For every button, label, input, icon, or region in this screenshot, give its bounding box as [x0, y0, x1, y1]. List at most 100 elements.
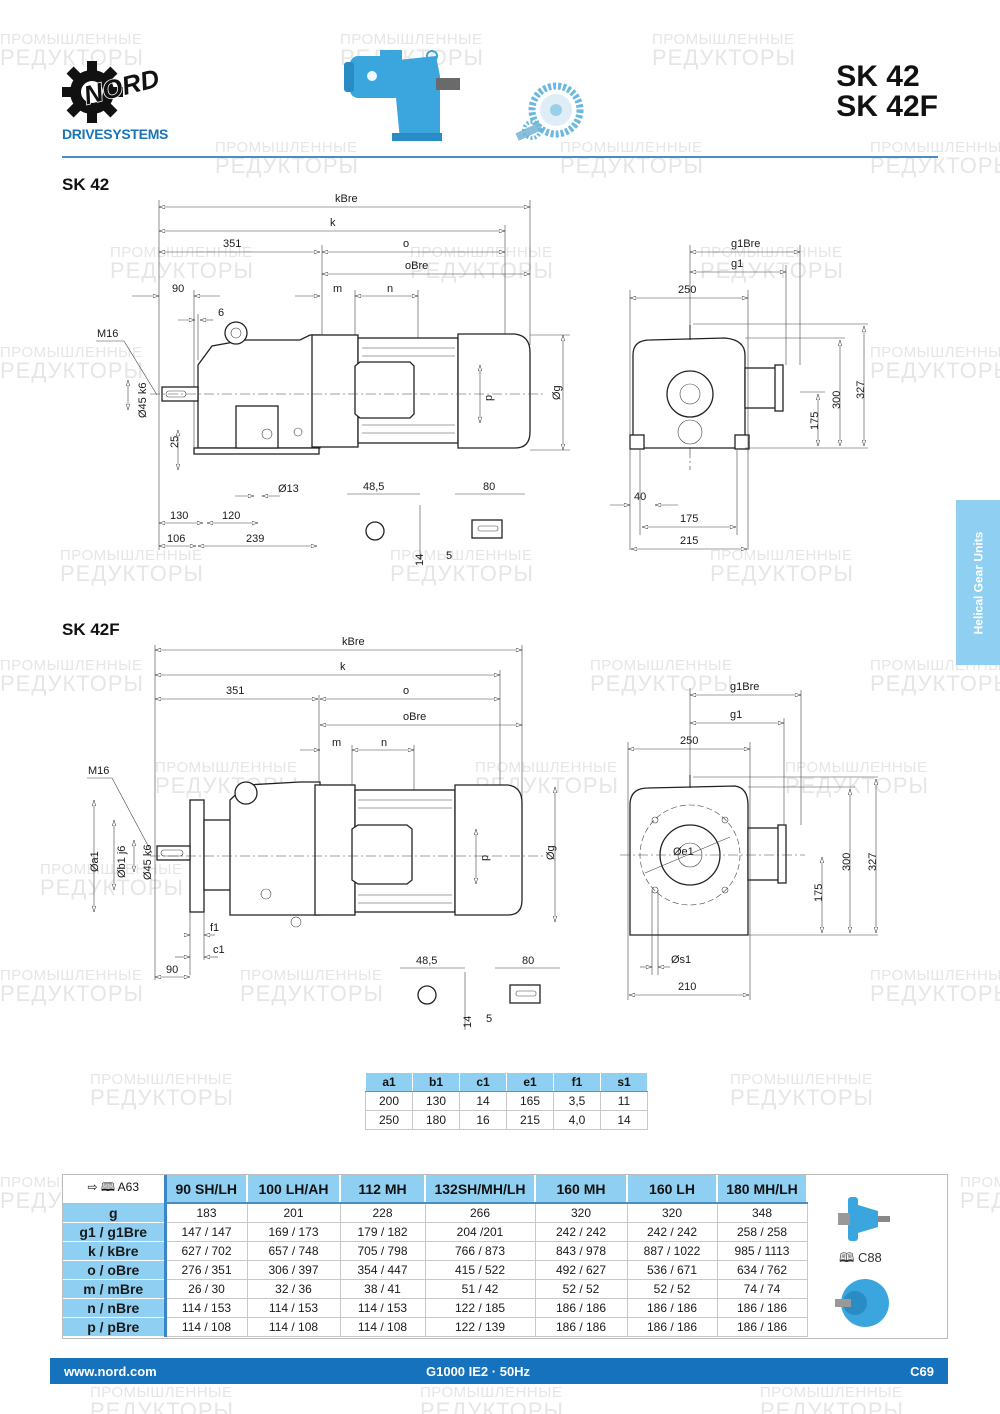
svg-text:c1: c1	[213, 944, 225, 956]
flange-dimensions-table: a1 b1 c1 e1 f1 s1 200 130 14 165 3,5 11 …	[365, 1072, 648, 1130]
svg-text:5: 5	[446, 550, 452, 562]
table-cell: 306 / 397	[247, 1260, 341, 1280]
svg-text:300: 300	[841, 853, 853, 871]
table-row-n: n / nBre 114 / 153 114 / 153 114 / 153 1…	[63, 1298, 808, 1318]
svg-text:Ø13: Ø13	[278, 483, 299, 495]
catalog-reference-link[interactable]: ⇨ 🕮 A63	[63, 1175, 167, 1204]
table-cell: 16	[459, 1110, 507, 1130]
table-cell: 52 / 52	[627, 1279, 718, 1299]
svg-text:175: 175	[680, 513, 698, 525]
motor-dimensions-table: ⇨ 🕮 A63 90 SH/LH 100 LH/AH 112 MH 132SH/…	[63, 1175, 808, 1337]
svg-text:kBre: kBre	[342, 636, 365, 648]
table-header-row: a1 b1 c1 e1 f1 s1	[365, 1072, 648, 1092]
footer-url-link[interactable]: www.nord.com	[64, 1364, 157, 1379]
col-112-mh: 112 MH	[340, 1175, 426, 1204]
svg-text:g1Bre: g1Bre	[730, 681, 759, 693]
svg-text:oBre: oBre	[403, 711, 426, 723]
table-cell: 52 / 52	[535, 1279, 628, 1299]
svg-text:130: 130	[170, 510, 188, 522]
row-header: g1 / g1Bre	[63, 1222, 167, 1242]
row-header: k / kBre	[63, 1241, 167, 1261]
table-cell: 627 / 702	[165, 1241, 248, 1261]
svg-text:n: n	[387, 283, 393, 295]
svg-text:g1: g1	[731, 258, 743, 270]
table-row-p: p / pBre 114 / 108 114 / 108 114 / 108 1…	[63, 1317, 808, 1337]
svg-text:p: p	[479, 855, 491, 861]
svg-text:Øb1 j6: Øb1 j6	[116, 846, 128, 878]
table-cell: 215	[506, 1110, 554, 1130]
svg-text:Øs1: Øs1	[671, 954, 691, 966]
col-s1: s1	[600, 1072, 648, 1092]
table-cell: 320	[627, 1203, 718, 1223]
svg-text:g1: g1	[730, 709, 742, 721]
table-cell: 634 / 762	[717, 1260, 808, 1280]
table-cell: 14	[600, 1110, 648, 1130]
title-sk42f: SK 42F	[836, 90, 938, 123]
col-a1: a1	[365, 1072, 413, 1092]
svg-text:Ø45 k6: Ø45 k6	[142, 845, 154, 880]
svg-text:Øg: Øg	[551, 385, 563, 400]
svg-text:300: 300	[831, 391, 843, 409]
table-row-g1: g1 / g1Bre 147 / 147 169 / 173 179 / 182…	[63, 1222, 808, 1242]
nord-logo: NORD	[61, 56, 172, 146]
svg-text:175: 175	[809, 412, 821, 430]
svg-text:m: m	[333, 283, 342, 295]
table-cell: 320	[535, 1203, 628, 1223]
table-cell: 114 / 108	[340, 1317, 426, 1337]
footer-bar: www.nord.com G1000 IE2 · 50Hz C69	[50, 1358, 948, 1384]
table-header-row: ⇨ 🕮 A63 90 SH/LH 100 LH/AH 112 MH 132SH/…	[63, 1175, 808, 1204]
svg-text:n: n	[381, 737, 387, 749]
svg-text:48,5: 48,5	[416, 955, 437, 967]
table-cell: 887 / 1022	[627, 1241, 718, 1261]
svg-text:120: 120	[222, 510, 240, 522]
svg-text:Øa1: Øa1	[89, 851, 101, 872]
table-cell: 228	[340, 1203, 426, 1223]
table-cell: 32 / 36	[247, 1279, 341, 1299]
col-100-lh-ah: 100 LH/AH	[247, 1175, 341, 1204]
svg-text:k: k	[330, 217, 336, 229]
svg-text:327: 327	[855, 381, 867, 399]
svg-text:25: 25	[169, 436, 181, 448]
svg-text:f1: f1	[210, 922, 219, 934]
col-160-lh: 160 LH	[627, 1175, 718, 1204]
table-cell: 242 / 242	[627, 1222, 718, 1242]
svg-text:215: 215	[680, 535, 698, 547]
row-header: o / oBre	[63, 1260, 167, 1280]
table-cell: 4,0	[553, 1110, 601, 1130]
row-header: n / nBre	[63, 1298, 167, 1318]
svg-text:g1Bre: g1Bre	[731, 238, 760, 250]
catalog-reference-c88[interactable]: 🕮 C88	[839, 1250, 882, 1265]
table-cell: 492 / 627	[535, 1260, 628, 1280]
svg-text:106: 106	[167, 533, 185, 545]
svg-text:80: 80	[483, 481, 495, 493]
table-cell: 114 / 153	[165, 1298, 248, 1318]
table-cell: 250	[365, 1110, 413, 1130]
col-180-mh-lh: 180 MH/LH	[717, 1175, 808, 1204]
table-cell: 766 / 873	[425, 1241, 536, 1261]
table-row: 250 180 16 215 4,0 14	[365, 1110, 648, 1130]
table-cell: 186 / 186	[535, 1317, 628, 1337]
table-cell: 51 / 42	[425, 1279, 536, 1299]
svg-text:210: 210	[678, 981, 696, 993]
footer-spec: G1000 IE2 · 50Hz	[426, 1364, 531, 1379]
svg-text:M16: M16	[97, 328, 118, 340]
table-cell: 183	[165, 1203, 248, 1223]
gearmotor-image	[340, 48, 480, 148]
svg-text:80: 80	[522, 955, 534, 967]
brand-subtitle: DRIVESYSTEMS	[62, 126, 169, 142]
col-e1: e1	[506, 1072, 554, 1092]
table-cell: 200	[365, 1091, 413, 1111]
table-row-o: o / oBre 276 / 351 306 / 397 354 / 447 4…	[63, 1260, 808, 1280]
row-header: g	[63, 1203, 167, 1223]
svg-text:351: 351	[223, 238, 241, 250]
table-cell: 415 / 522	[425, 1260, 536, 1280]
side-tab-helical-gear-units[interactable]: Helical Gear Units	[956, 500, 1000, 665]
svg-text:327: 327	[867, 853, 879, 871]
svg-text:Øg: Øg	[545, 845, 557, 860]
svg-text:250: 250	[678, 284, 696, 296]
section-title-sk42: SK 42	[62, 175, 110, 194]
